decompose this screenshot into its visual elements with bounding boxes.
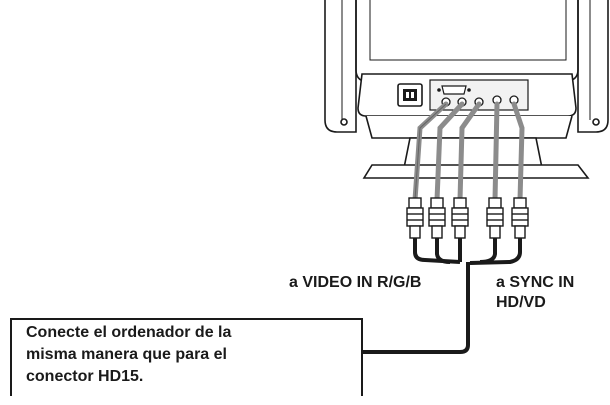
sync-in-label: a SYNC IN HD/VD xyxy=(496,274,575,311)
note-text: Conecte el ordenador de la misma manera … xyxy=(26,324,232,385)
signal-cable xyxy=(363,238,522,354)
bnc-cables xyxy=(412,101,525,203)
connector-panel xyxy=(357,73,577,139)
bnc-connector-icon xyxy=(406,197,529,239)
hd15-connector-icon xyxy=(437,85,471,95)
bnc-jacks xyxy=(441,95,519,107)
monitor-stand xyxy=(362,137,590,179)
power-socket-icon xyxy=(397,83,423,107)
video-in-label: a VIDEO IN R/G/B xyxy=(289,274,422,291)
note-box xyxy=(10,318,363,396)
